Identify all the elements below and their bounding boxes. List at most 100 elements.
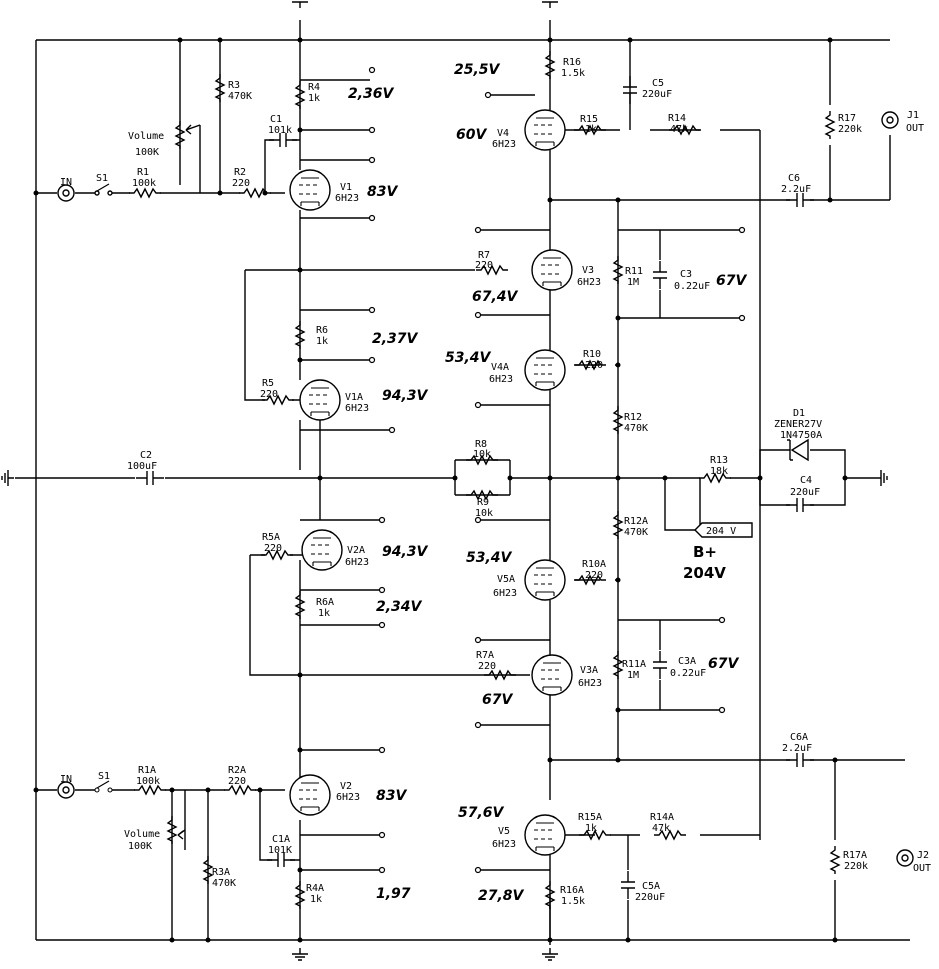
voltage-v2: 83V xyxy=(376,788,407,804)
label-r10-value: 220 xyxy=(585,360,603,371)
label-r5a: R5A xyxy=(262,532,280,543)
label-r12a-value: 470K xyxy=(624,527,648,538)
capacitor-c5a xyxy=(620,870,636,900)
label-r16: R16 xyxy=(563,57,581,68)
label-c6a-value: 2.2uF xyxy=(782,743,812,754)
label-r13: R13 xyxy=(710,455,728,466)
label-r15: R15 xyxy=(580,114,598,125)
capacitor-c2 xyxy=(135,470,165,486)
label-r15a-value: 1k xyxy=(585,823,597,834)
label-v3a: V3A xyxy=(580,665,598,676)
label-c5a-value: 220uF xyxy=(635,892,665,903)
label-r16a: R16A xyxy=(560,885,584,896)
label-r17-value: 220k xyxy=(838,124,862,135)
output-jack-j2-icon[interactable] xyxy=(896,849,914,867)
potentiometer-volume-bottom[interactable] xyxy=(167,815,186,845)
label-j2-sub: OUT xyxy=(913,863,931,874)
label-s1-bottom: S1 xyxy=(98,771,110,782)
label-r17a-value: 220k xyxy=(844,861,868,872)
label-v3-type: 6H23 xyxy=(577,277,601,288)
tube-v2-icon xyxy=(289,774,331,816)
label-c6a: C6A xyxy=(790,732,808,743)
label-volume-top-value: 100K xyxy=(135,147,159,158)
capacitor-c3a xyxy=(652,650,668,680)
label-v5: V5 xyxy=(498,826,510,837)
label-r2-value: 220 xyxy=(232,178,250,189)
label-r3-value: 470K xyxy=(228,91,252,102)
label-r1a-value: 100k xyxy=(136,776,160,787)
switch-s1-top-icon[interactable] xyxy=(94,183,113,196)
voltage-r6a: 2,34V xyxy=(376,599,423,615)
label-v2: V2 xyxy=(340,781,352,792)
voltage-r6: 2,37V xyxy=(372,331,419,347)
capacitor-c6a xyxy=(785,752,815,768)
label-d1-part: 1N4750A xyxy=(780,430,822,441)
tube-v4-icon xyxy=(524,109,566,151)
voltage-v1a: 94,3V xyxy=(382,388,429,404)
label-r10a-value: 220 xyxy=(585,570,603,581)
label-c6-value: 2.2uF xyxy=(781,184,811,195)
label-v3: V3 xyxy=(582,265,594,276)
label-r7-value: 220 xyxy=(475,260,493,271)
label-r12-value: 470K xyxy=(624,423,648,434)
label-d1-value: ZENER27V xyxy=(774,419,822,430)
tube-v4a-icon xyxy=(524,349,566,391)
label-c3a-value: 0.22uF xyxy=(670,668,706,679)
label-c1-value: 101k xyxy=(268,125,292,136)
resistor-r1 xyxy=(128,188,162,198)
label-r2a: R2A xyxy=(228,765,246,776)
ground-right-symbol xyxy=(874,469,888,487)
test-points xyxy=(368,66,746,874)
ground-top-right-symbol xyxy=(541,0,559,9)
label-r9-value: 10k xyxy=(475,508,493,519)
voltage-v3a: 67V xyxy=(482,692,513,708)
label-v3a-type: 6H23 xyxy=(578,678,602,689)
label-r4a-value: 1k xyxy=(310,894,322,905)
label-r7: R7 xyxy=(478,250,490,261)
voltage-v2a: 94,3V xyxy=(382,544,429,560)
label-r4: R4 xyxy=(308,82,320,93)
label-r11: R11 xyxy=(625,266,643,277)
capacitor-c3 xyxy=(652,260,668,290)
label-c2: C2 xyxy=(140,450,152,461)
voltage-r4: 2,36V xyxy=(348,86,395,102)
label-r5-value: 220 xyxy=(260,389,278,400)
label-volume-bottom-value: 100K xyxy=(128,841,152,852)
label-v4a-type: 6H23 xyxy=(489,374,513,385)
label-r14a: R14A xyxy=(650,812,674,823)
label-r5: R5 xyxy=(262,378,274,389)
label-r6: R6 xyxy=(316,325,328,336)
label-r7a-value: 220 xyxy=(478,661,496,672)
voltage-r16a: 27,8V xyxy=(478,888,525,904)
label-c5a: C5A xyxy=(642,881,660,892)
label-r1: R1 xyxy=(137,167,149,178)
label-j2: J2 xyxy=(917,850,929,861)
label-volume-top: Volume xyxy=(128,131,164,142)
voltage-readings: 2,36V 83V 2,37V 94,3V 94,3V 2,34V 83V 1,… xyxy=(348,62,747,904)
label-r3a-value: 470K xyxy=(212,878,236,889)
label-r15a: R15A xyxy=(578,812,602,823)
label-c1: C1 xyxy=(270,114,282,125)
label-r8: R8 xyxy=(475,439,487,450)
resistor-r17a xyxy=(830,845,840,875)
switch-s1-bottom-icon[interactable] xyxy=(94,780,113,793)
potentiometer-volume-top[interactable] xyxy=(175,120,201,150)
component-labels: IN S1 R1 100k Volume 100K R3 470K R2 220… xyxy=(60,57,931,907)
label-j1-sub: OUT xyxy=(906,123,924,134)
label-r10: R10 xyxy=(583,349,601,360)
label-c5: C5 xyxy=(652,78,664,89)
output-jack-j1-icon[interactable] xyxy=(881,111,899,129)
supply-tap-label: 204 V xyxy=(706,526,736,537)
label-in-top: IN xyxy=(60,177,72,188)
label-v5a-type: 6H23 xyxy=(493,588,517,599)
label-c5-value: 220uF xyxy=(642,89,672,100)
label-r7a: R7A xyxy=(476,650,494,661)
voltage-c3a: 67V xyxy=(708,656,739,672)
voltage-v4a: 53,4V xyxy=(445,350,492,366)
voltage-c3: 67V xyxy=(716,273,747,289)
label-r8-value: 10k xyxy=(473,449,491,460)
label-c6: C6 xyxy=(788,173,800,184)
label-r9: R9 xyxy=(477,497,489,508)
voltage-v5: 57,6V xyxy=(458,805,505,821)
tube-v3-icon xyxy=(531,249,573,291)
